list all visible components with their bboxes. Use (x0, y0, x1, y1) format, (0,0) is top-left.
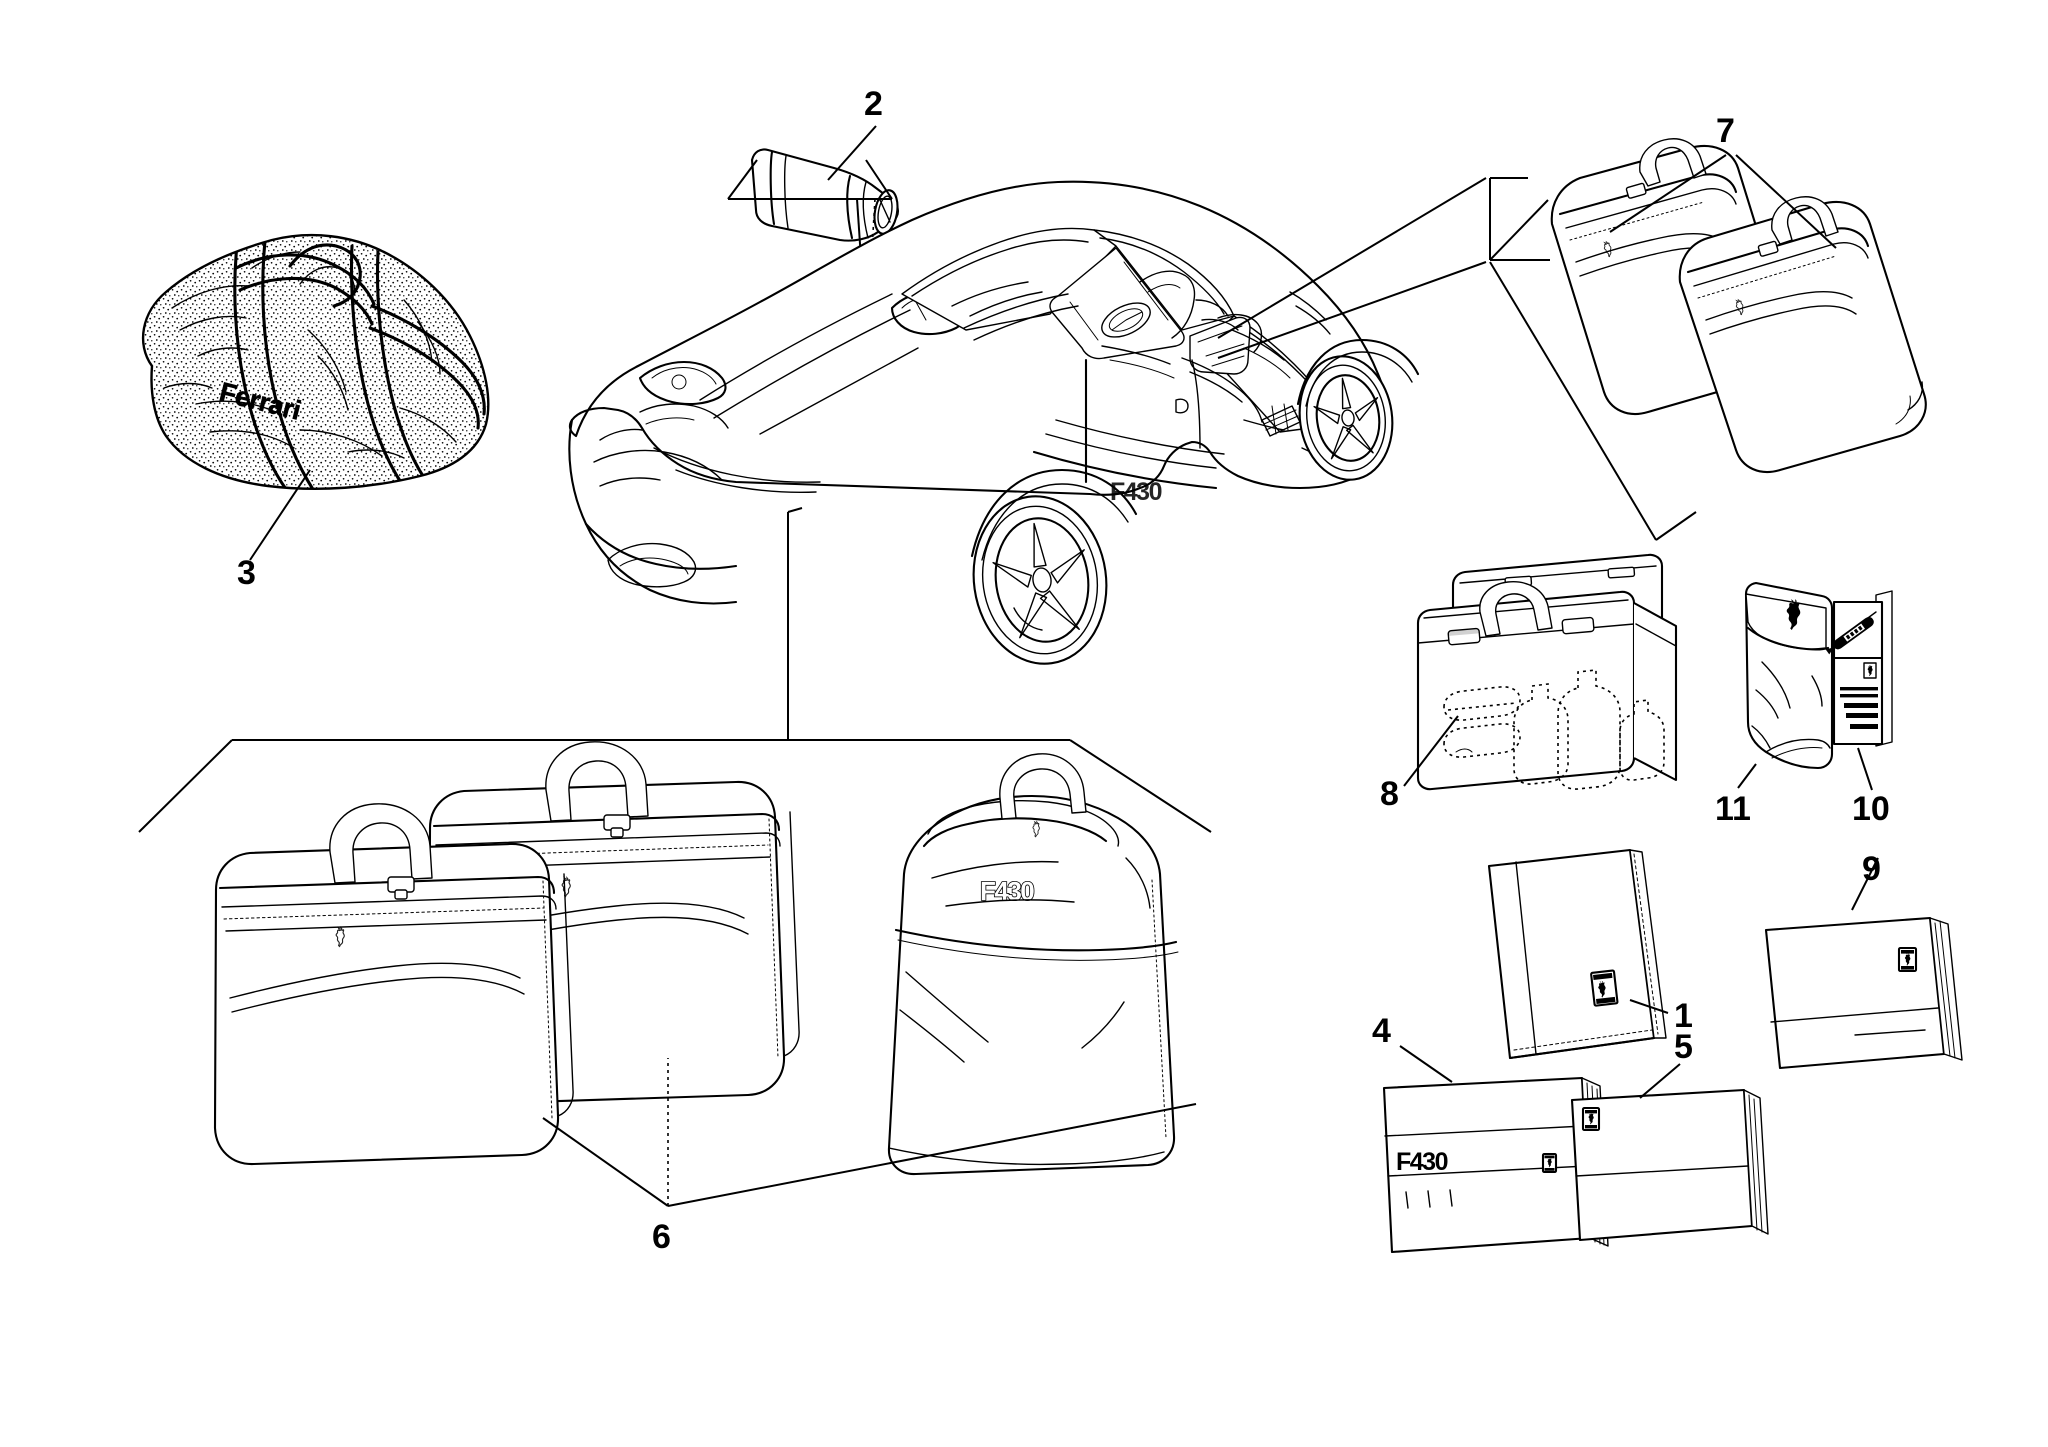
callout-7-leader-a (1609, 154, 1727, 233)
callout-1-leader (1629, 999, 1669, 1014)
rear-luggage-set-illustration: 7 (1217, 112, 1927, 541)
callout-8-number: 8 (1380, 775, 1399, 813)
callout-7-number: 7 (1716, 112, 1735, 150)
ferrari-pouch-illustration: 11 (1715, 581, 1834, 828)
rear-case-front (1678, 196, 1927, 473)
warranty-card-illustration: 10 (1825, 590, 1893, 828)
service-booklet-illustration: 5 (1570, 1028, 1769, 1242)
fluids-tool-case-illustration: 8 (1380, 553, 1678, 813)
callout-10-leader (1857, 747, 1873, 791)
car-f430-badge: F430 (1110, 478, 1162, 506)
callout-5-leader (1639, 1063, 1681, 1099)
callout-10-number: 10 (1852, 790, 1890, 828)
callout-11-number: 11 (1715, 790, 1751, 828)
callout-1-number: 1 (1674, 997, 1693, 1035)
callout-9-leader (1851, 857, 1879, 911)
callout-5-number: 5 (1674, 1028, 1693, 1066)
callout-3-leader (249, 469, 311, 561)
booklet-ferrari-badge-9 (1897, 946, 1918, 973)
flashlight-illustration: 2 (727, 85, 900, 349)
callout-3-number: 3 (237, 554, 256, 592)
callout-9-number: 9 (1862, 850, 1881, 888)
callout-2-leader (827, 125, 877, 181)
callout-11-leader (1737, 763, 1757, 789)
manual-ferrari-badge (1541, 1152, 1558, 1174)
booklet-ferrari-badge-5 (1581, 1106, 1601, 1132)
ferrari-f430-car-illustration: F430 (568, 180, 1420, 665)
card-ferrari-badge (1863, 662, 1877, 679)
supplement-booklet-illustration: 9 (1764, 850, 1963, 1070)
callout-7-leader-b (1735, 154, 1837, 249)
callout-4-number: 4 (1372, 1012, 1391, 1050)
front-luggage-set-illustration: F430 6 (213, 741, 1197, 1256)
car-cover-bag-illustration: Ferrari 3 (141, 233, 490, 592)
callout-6-number: 6 (652, 1218, 671, 1256)
manual-f430-title: F430 (1396, 1148, 1448, 1176)
callout-2-number: 2 (864, 85, 883, 123)
document-wallet-illustration: 1 (1487, 848, 1693, 1060)
garment-bag: F430 (887, 753, 1179, 1176)
callout-6-leader-c (667, 1103, 1197, 1207)
suitcase-small (213, 803, 574, 1166)
callout-4-leader (1399, 1045, 1453, 1083)
wallet-ferrari-badge (1590, 969, 1619, 1007)
front-compartment-bracket (138, 507, 1212, 833)
callout-6-leader-a (542, 1117, 669, 1207)
front-wheel (970, 468, 1138, 665)
callout-8-leader (1403, 715, 1459, 787)
rear-wheel (1296, 338, 1420, 481)
